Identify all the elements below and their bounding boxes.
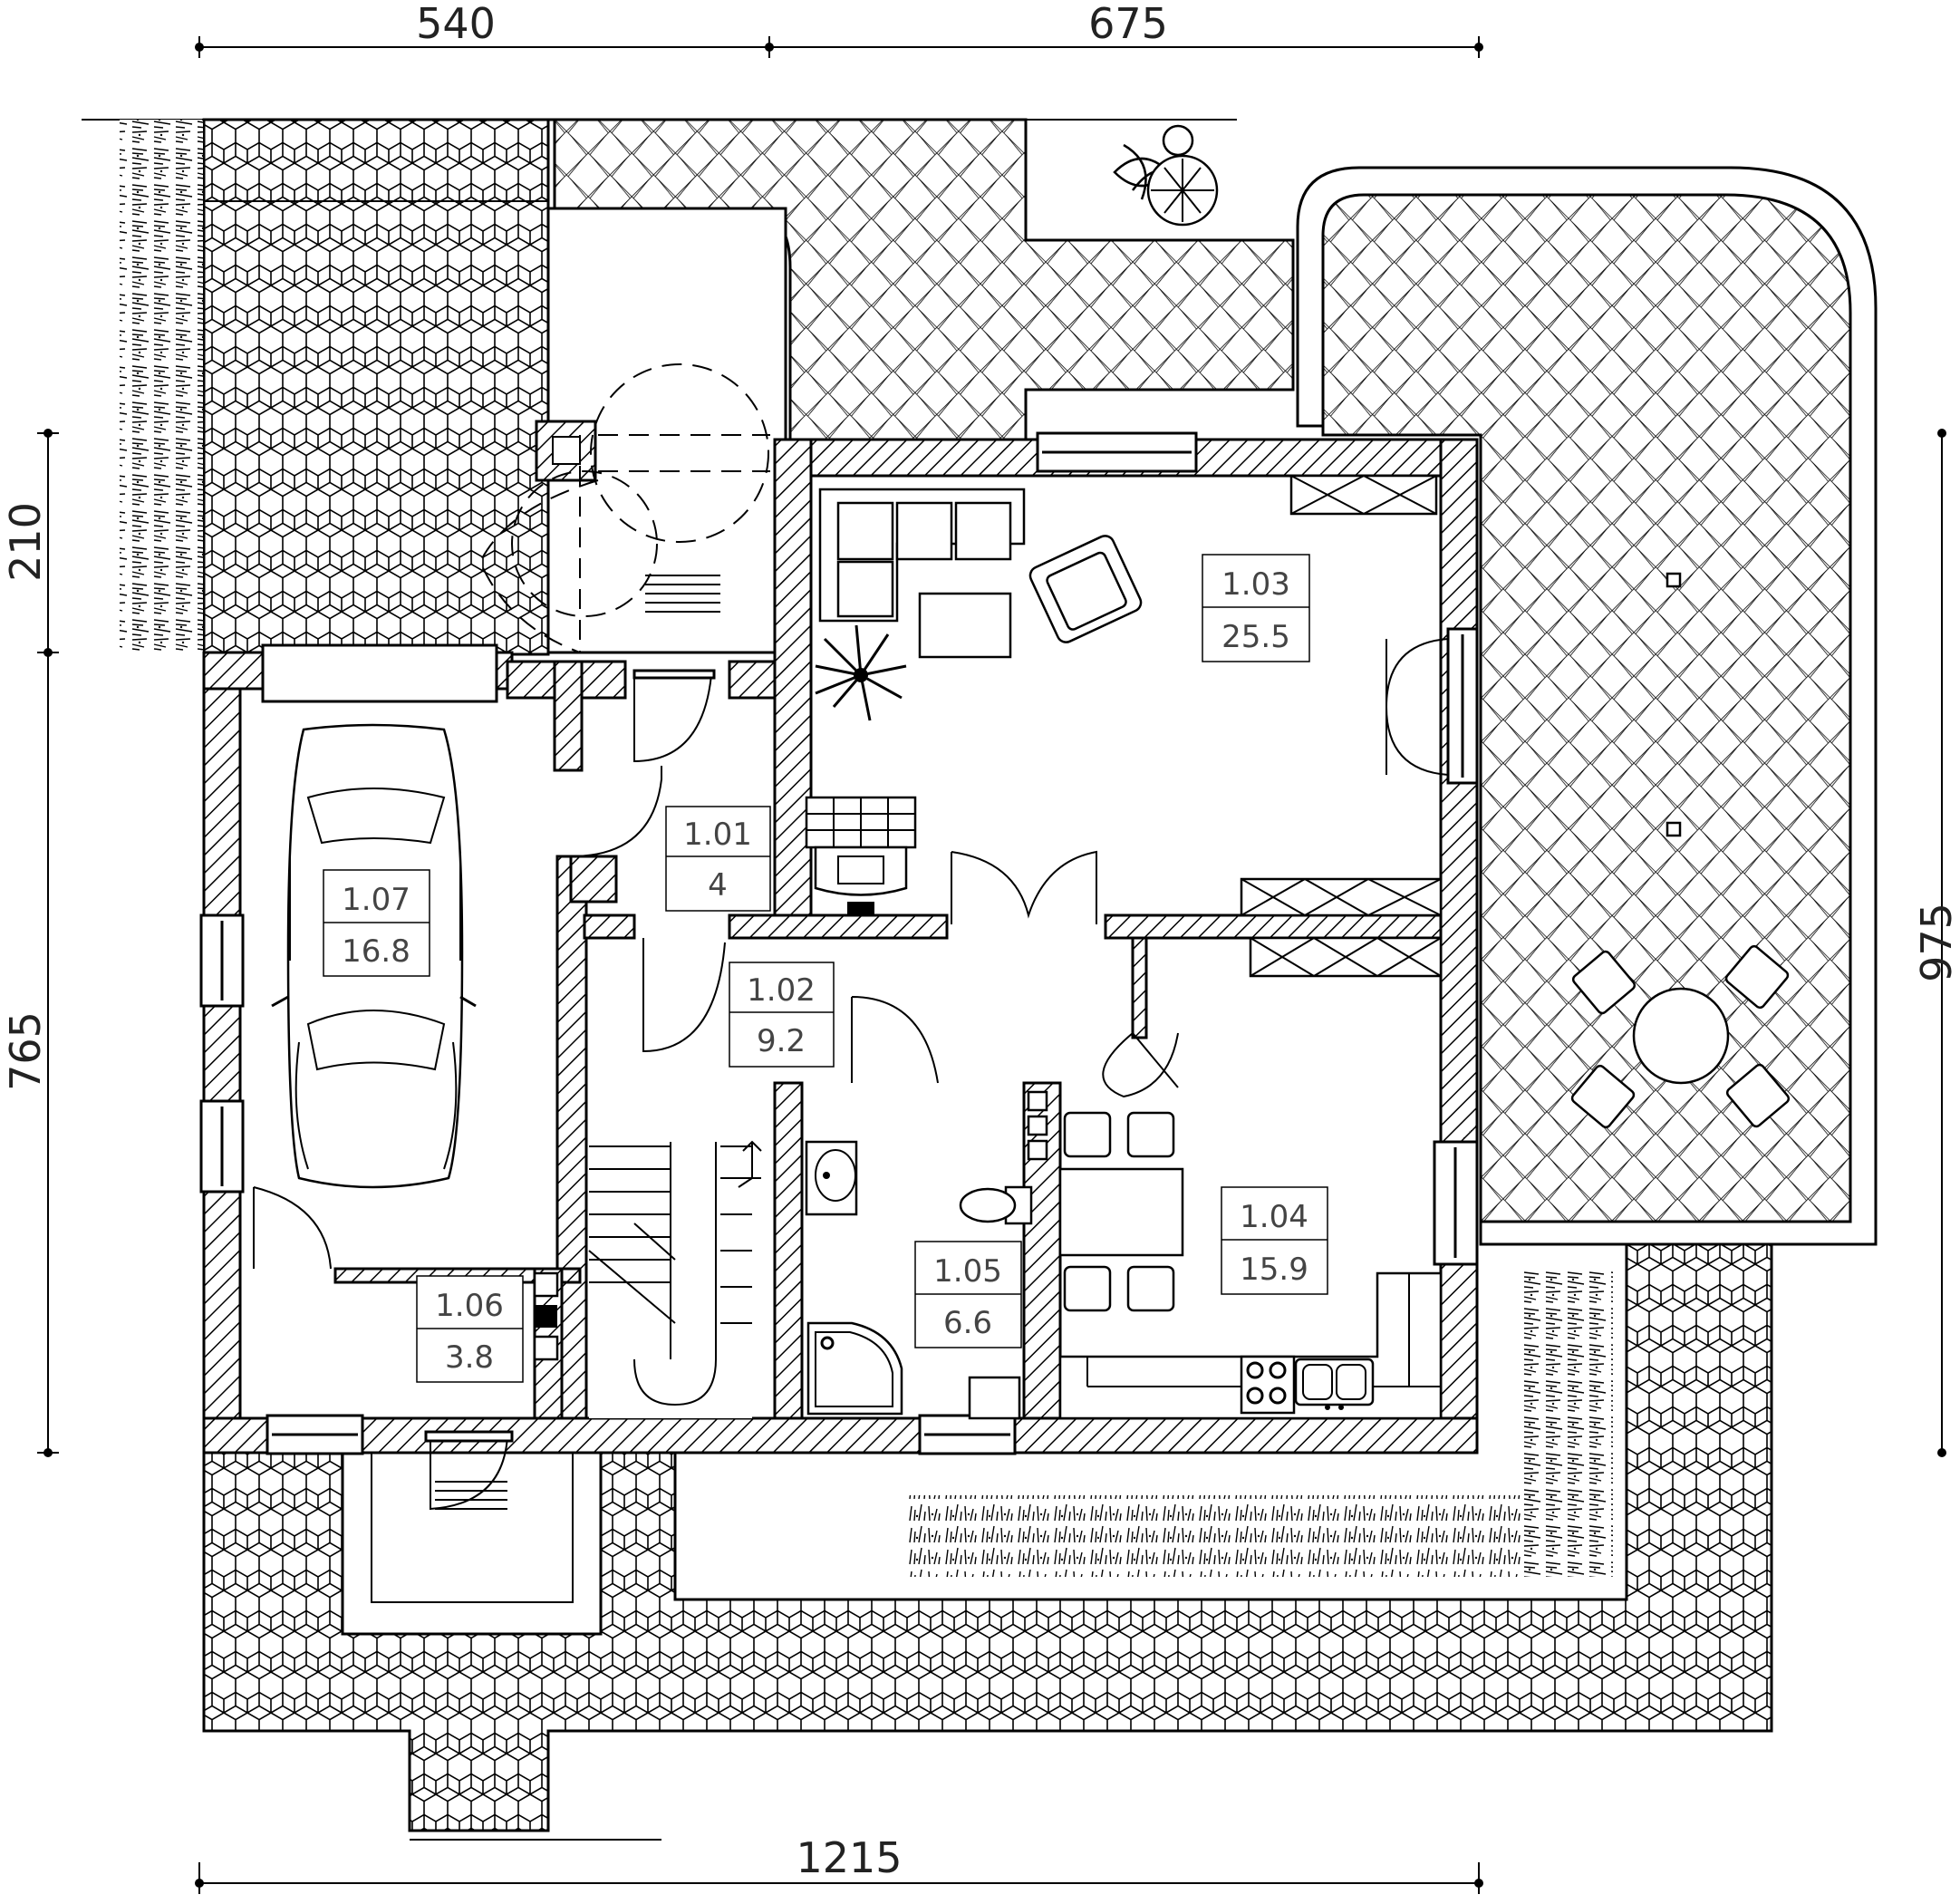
stove-icon [1240,1355,1296,1415]
room-number: 1.02 [747,972,816,1009]
stairs-icon [588,1137,762,1418]
dining-table-icon [1058,1111,1184,1312]
living-cabinets [1240,474,1443,978]
room-label-1-04: 1.04 15.9 [1221,1186,1328,1295]
coffee-table [918,592,1012,659]
room-number: 1.03 [1221,566,1290,603]
room-label-1-02: 1.02 9.2 [729,962,835,1068]
grass-strip-left [120,120,203,654]
grass-strip-right [1522,1269,1613,1577]
paving-hex-bottom [202,1242,1773,1841]
plant-icon [815,624,907,721]
dim-top-left: 540 [416,0,496,48]
room-area: 15.9 [1240,1252,1308,1288]
dim-right: 975 [1912,903,1960,982]
washbasin-icon [805,1140,858,1216]
grass-strip-bottom [906,1495,1531,1577]
paving-hex-top-left [202,118,550,656]
room-number: 1.05 [933,1253,1002,1290]
dim-left-lower: 765 [1,1011,50,1091]
room-area: 4 [708,867,728,904]
window-garage-top [261,643,498,703]
room-number: 1.07 [342,882,410,918]
bath-shelf [1027,1090,1048,1161]
room-label-1-01: 1.01 4 [665,806,771,912]
room-area: 16.8 [342,933,410,970]
washing-machine [968,1376,1021,1420]
terrace-diamond-right [1296,166,1878,1246]
dim-left-upper: 210 [1,502,50,582]
room-label-1-07: 1.07 16.8 [323,869,430,977]
dim-bottom: 1215 [796,1833,902,1882]
toilet-icon [959,1185,1033,1225]
storage-shelf [533,1271,559,1361]
room-label-1-05: 1.05 6.6 [914,1241,1022,1348]
windows [199,431,1479,1455]
room-number: 1.06 [435,1288,504,1324]
porch-top [478,207,787,654]
room-label-1-03: 1.03 25.5 [1202,554,1310,662]
shrub-icon [1113,124,1219,227]
room-number: 1.04 [1240,1199,1308,1235]
doors [253,669,1179,1511]
room-number: 1.01 [683,817,752,853]
porch-steps [645,575,720,613]
armchair-icon [1028,535,1143,643]
room-area: 25.5 [1221,619,1290,655]
sofa-icon [818,488,1026,623]
room-label-1-06: 1.06 3.8 [416,1275,524,1383]
shower-icon [806,1321,903,1416]
room-area: 9.2 [757,1023,806,1059]
entrance-steps [435,1481,507,1510]
room-area: 6.6 [943,1305,992,1341]
round-table-icon [1570,944,1791,1129]
dim-top-right: 675 [1088,0,1168,48]
fireplace-icon [805,796,917,915]
sink-icon [1294,1358,1375,1410]
room-area: 3.8 [445,1339,494,1376]
interior-walls [333,855,1443,1420]
